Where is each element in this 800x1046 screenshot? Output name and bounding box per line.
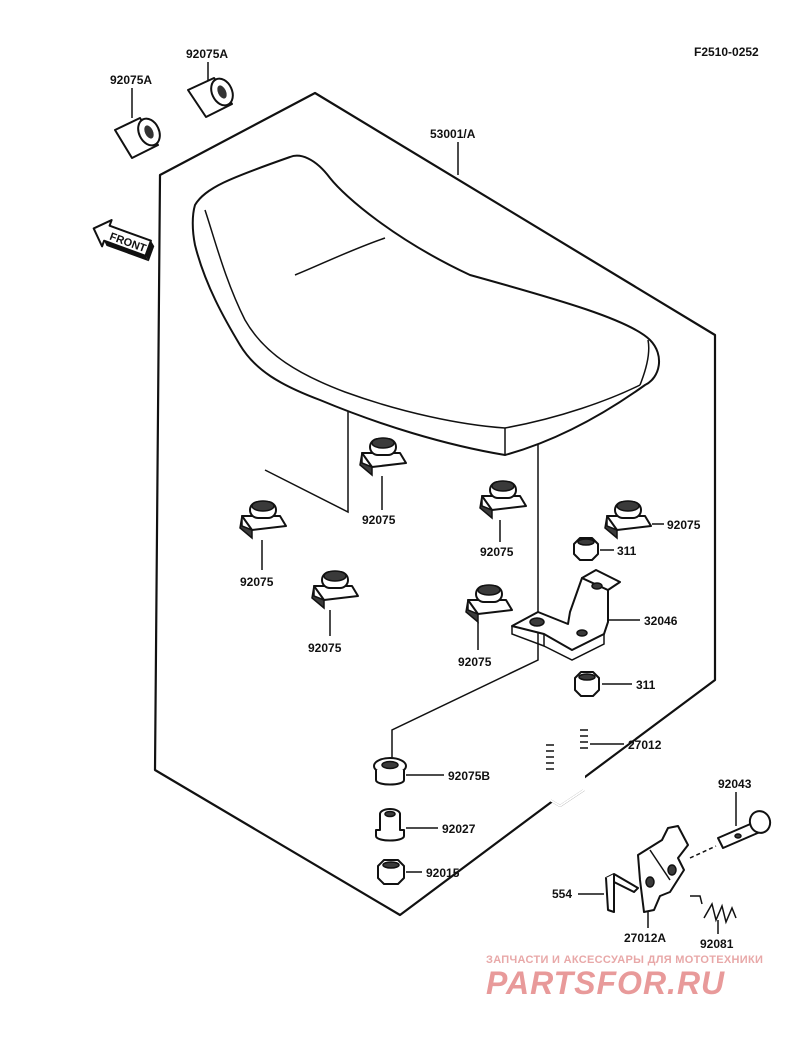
label-damper-92075-1: 92075 — [362, 513, 396, 527]
label-nut-92015: 92015 — [426, 866, 460, 880]
spacer-92075a-right — [187, 77, 234, 118]
pin-92043 — [717, 810, 772, 849]
nut-92015 — [377, 859, 405, 885]
label-nut-311-lower: 311 — [636, 678, 656, 692]
label-cotter-pin-554: 554 — [552, 887, 572, 901]
damper-92075-3 — [479, 480, 527, 520]
damper-92075-6 — [465, 584, 513, 624]
damper-92075b — [373, 757, 407, 786]
cotter-pin-554 — [605, 873, 639, 913]
damper-92075-1 — [359, 437, 407, 477]
nut-311-upper — [573, 537, 599, 561]
label-spacer-92075a-1: 92075A — [110, 73, 152, 87]
label-latch-27012a: 27012A — [624, 931, 666, 945]
assembly-outline-box — [153, 91, 717, 917]
label-bracket-32046: 32046 — [644, 614, 678, 628]
label-damper-92075-3: 92075 — [480, 545, 514, 559]
spring-92081 — [690, 895, 737, 925]
latch-27012a — [637, 825, 689, 913]
label-spacer-92075a-2: 92075A — [186, 47, 228, 61]
figure-code: F2510-0252 — [694, 45, 759, 59]
label-spring-92081: 92081 — [700, 937, 734, 951]
nut-311-lower — [574, 671, 600, 697]
u-bolt-27012 — [546, 729, 588, 808]
label-seat-53001a: 53001/A — [430, 127, 476, 141]
front-arrow-icon: FRONT — [92, 219, 155, 262]
collar-92027 — [375, 808, 405, 842]
label-damper-92075-5: 92075 — [308, 641, 342, 655]
label-damper-92075b: 92075B — [448, 769, 490, 783]
seat-53001a — [191, 154, 660, 456]
label-damper-92075-6: 92075 — [458, 655, 492, 669]
spacer-92075a-left — [114, 117, 161, 159]
damper-92075-5 — [311, 570, 359, 610]
bracket-32046 — [511, 569, 621, 661]
damper-92075-4 — [604, 500, 652, 540]
label-u-bolt-27012: 27012 — [628, 738, 662, 752]
label-pin-92043: 92043 — [718, 777, 752, 791]
label-nut-311-upper: 311 — [617, 544, 637, 558]
watermark-brand: PARTSFOR.RU — [486, 965, 725, 1001]
label-damper-92075-2: 92075 — [240, 575, 274, 589]
label-collar-92027: 92027 — [442, 822, 476, 836]
damper-92075-2 — [239, 500, 287, 540]
watermark-tagline: ЗАПЧАСТИ И АКСЕССУАРЫ ДЛЯ МОТОТЕХНИКИ — [486, 954, 763, 966]
label-damper-92075-4: 92075 — [667, 518, 701, 532]
